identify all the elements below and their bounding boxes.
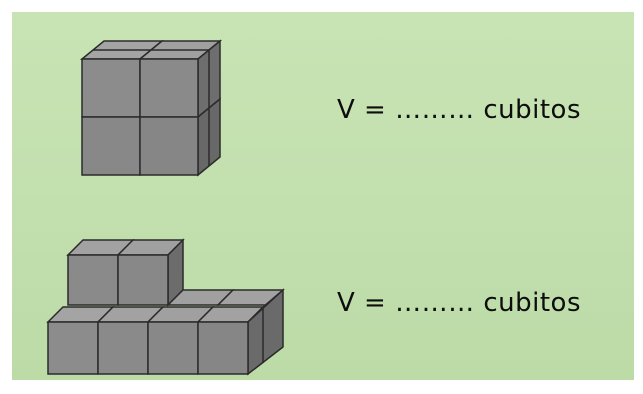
cube-2x2x2-icon bbox=[79, 39, 223, 177]
figures-area bbox=[46, 39, 285, 376]
volume-answer-label-2: V = ……… cubitos bbox=[337, 288, 582, 318]
l-shaped-cube-structure-icon bbox=[46, 238, 285, 376]
volume-answer-label-1: V = ……… cubitos bbox=[337, 95, 582, 125]
